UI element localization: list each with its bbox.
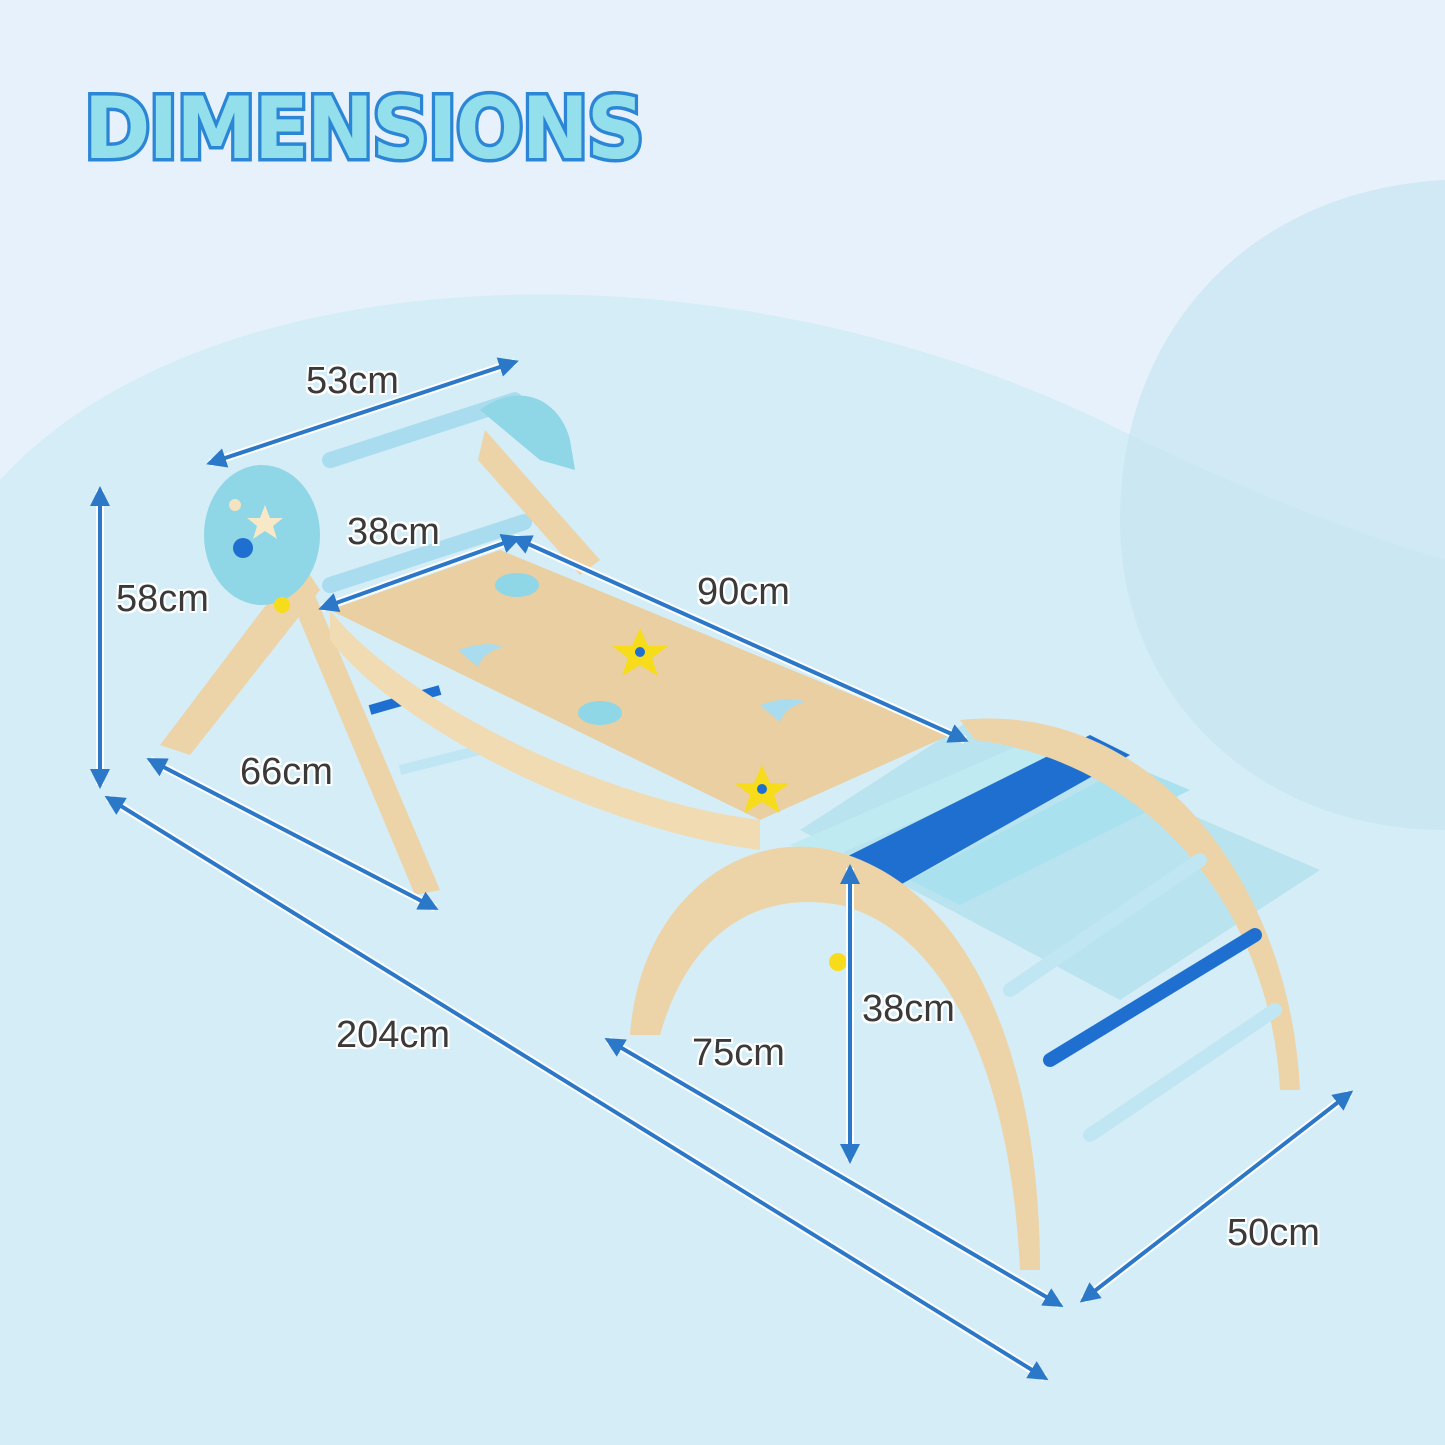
arrow-ramp-length xyxy=(511,535,969,743)
arrow-arch-width xyxy=(1079,1090,1354,1303)
background-circle xyxy=(1120,180,1445,830)
arrow-ramp-width xyxy=(318,533,522,613)
dimension-label-total-length: 204cm xyxy=(336,1014,451,1056)
arrow-arch-length xyxy=(604,1037,1064,1308)
dimension-label-ramp-length: 90cm xyxy=(697,571,790,613)
arrow-triangle-depth xyxy=(206,357,519,468)
page-title: DIMENSIONS xyxy=(81,79,648,179)
dimension-label-arch-width: 50cm xyxy=(1227,1212,1320,1254)
dimension-label-ramp-width: 38cm xyxy=(347,511,440,553)
dimension-label-arch-height: 38cm xyxy=(862,988,955,1030)
dimension-arrows xyxy=(90,357,1354,1381)
dimension-label-triangle-base: 66cm xyxy=(240,751,333,793)
dimension-label-arch-length: 75cm xyxy=(692,1032,785,1074)
dimension-label-triangle-depth: 53cm xyxy=(306,360,399,402)
dimension-label-triangle-height: 58cm xyxy=(116,578,209,620)
